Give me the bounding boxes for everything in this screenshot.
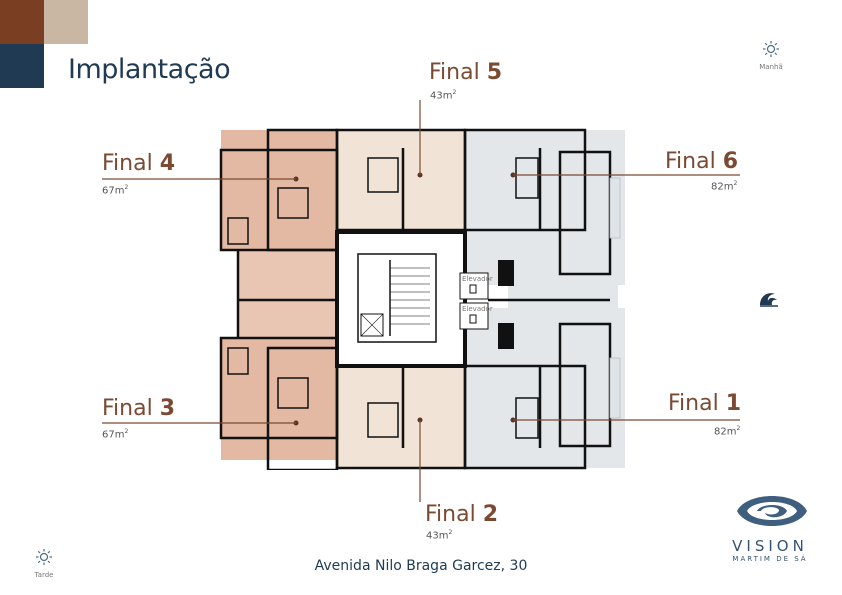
unit-right-mid: [508, 228, 618, 348]
address: Avenida Nilo Braga Garcez, 30: [314, 558, 528, 574]
unit-label-final-2: Final 2: [425, 502, 499, 527]
unit-final-4-3-mid: [238, 250, 337, 338]
elevator-label-1: Elevador: [462, 275, 493, 283]
page-title: Implantação: [68, 54, 231, 85]
unit-area-final-6: 82m2: [711, 180, 738, 193]
brand-name: VISION: [732, 537, 808, 555]
sun-morning: Manhã: [753, 40, 789, 71]
vision-logo-icon: [737, 496, 807, 526]
brand: VISION MARTIM DE SÁ: [700, 537, 840, 563]
unit-label-final-5: Final 5: [429, 60, 503, 85]
unit-final-3-area: [221, 338, 337, 460]
elevator-1: [459, 272, 489, 300]
wave-icon: [760, 293, 778, 307]
unit-label-final-6: Final 6: [665, 149, 739, 174]
unit-label-final-3: Final 3: [102, 396, 176, 421]
sun-afternoon: Tarde: [26, 548, 62, 579]
elevator-2: [459, 302, 489, 330]
unit-label-final-4: Final 4: [102, 151, 176, 176]
sun-icon: [36, 549, 52, 565]
brand-sub: MARTIM DE SÁ: [732, 555, 808, 563]
unit-area-final-5: 43m2: [430, 89, 457, 102]
swatch-beige: [44, 0, 88, 44]
unit-area-final-3: 67m2: [102, 428, 129, 441]
unit-final-5-area: [337, 130, 465, 230]
unit-area-final-1: 82m2: [714, 425, 741, 438]
sun-morning-label: Manhã: [759, 63, 783, 71]
unit-final-2-area: [337, 366, 465, 468]
swatch-brown: [0, 0, 44, 44]
swatch-navy: [0, 44, 44, 88]
unit-area-final-2: 43m2: [426, 529, 453, 542]
floor-plan: [219, 128, 625, 470]
sun-afternoon-label: Tarde: [34, 571, 54, 579]
unit-label-final-1: Final 1: [668, 391, 742, 416]
elevator-label-2: Elevador: [462, 305, 493, 313]
sun-icon: [763, 41, 779, 57]
stair: [357, 253, 437, 343]
unit-area-final-4: 67m2: [102, 184, 129, 197]
